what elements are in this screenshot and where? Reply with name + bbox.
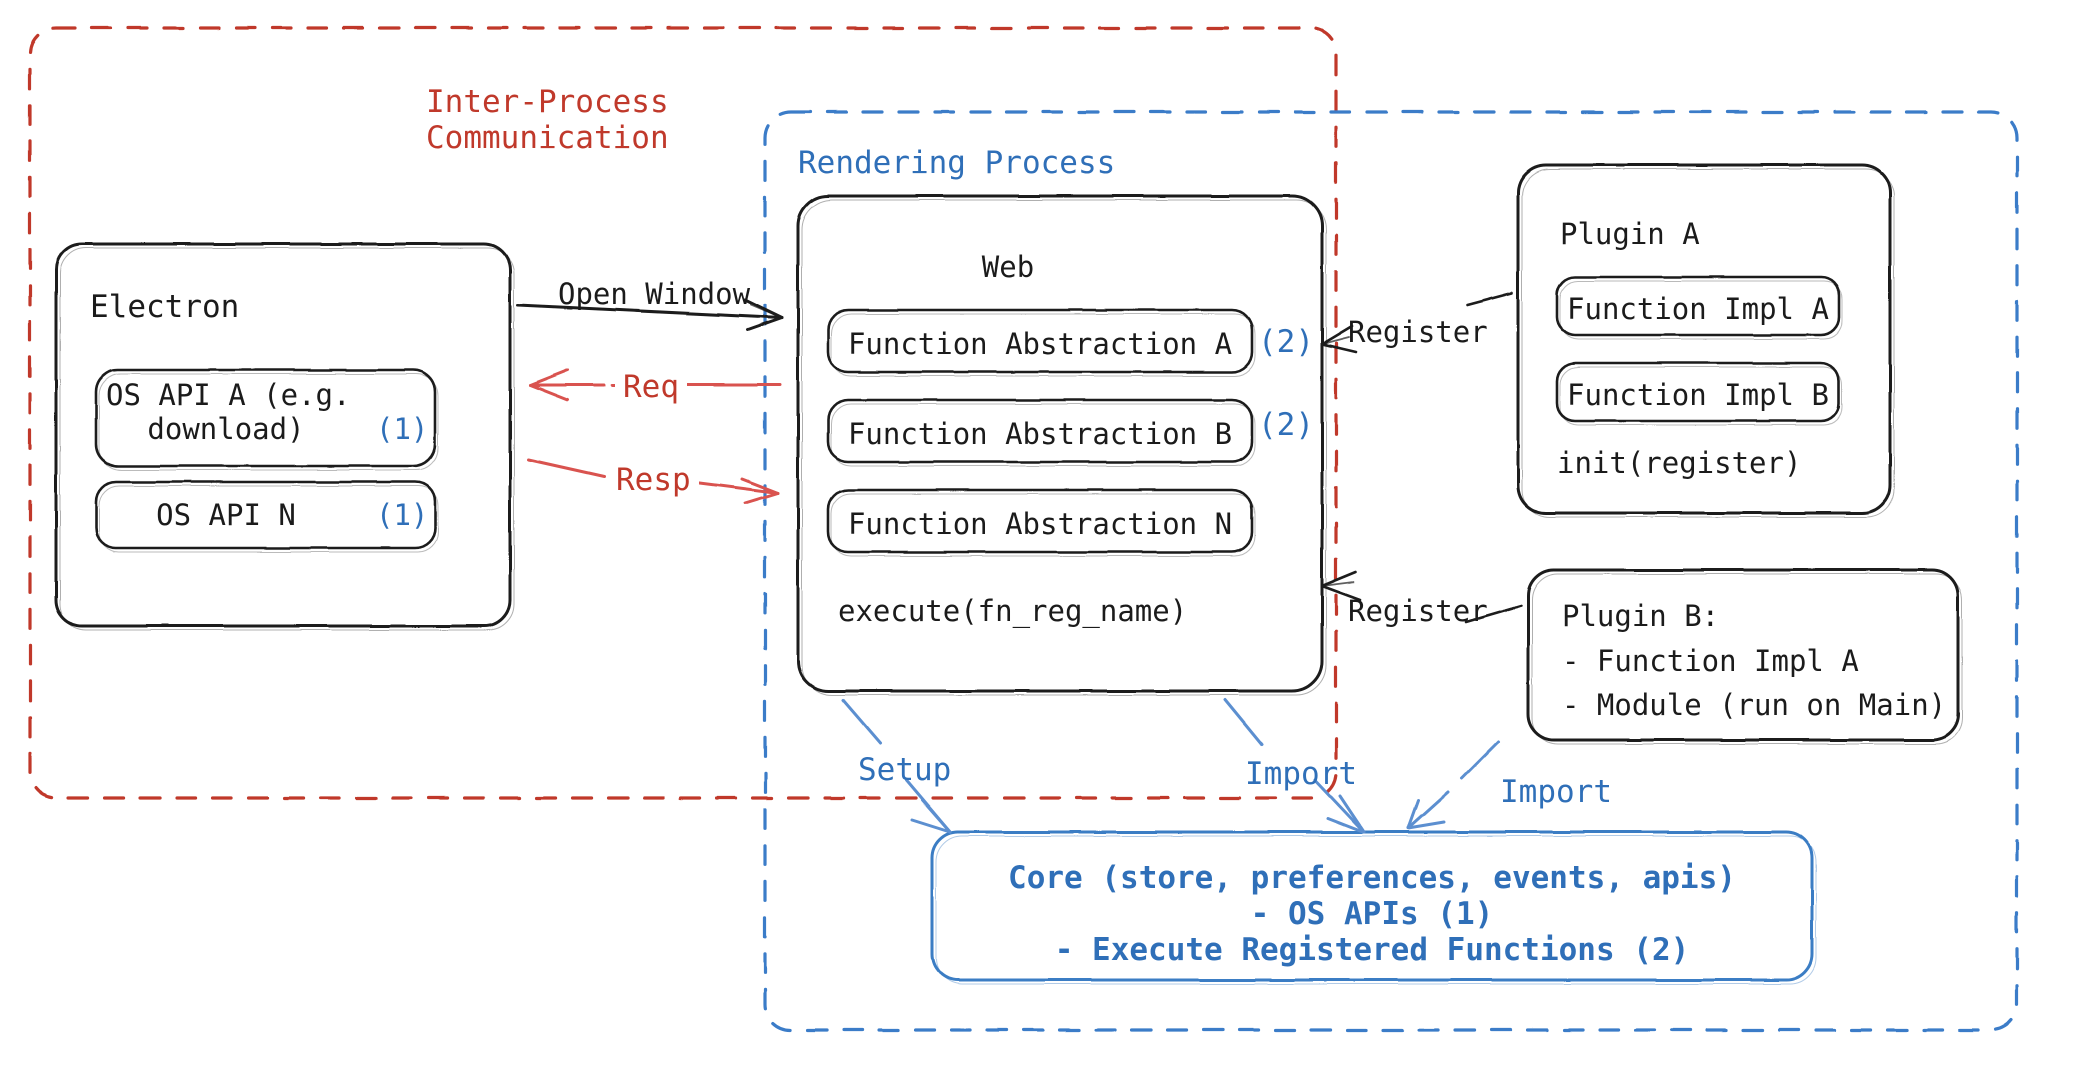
plugin-b-box-border: [1526, 568, 1963, 745]
plugin-b-line-1: - Function Impl A: [1562, 644, 1859, 678]
function-abstraction-b-label: Function Abstraction B: [847, 417, 1233, 451]
ipc-region-label-line2: Communication: [426, 120, 669, 156]
function-abstraction-n-box-border: [826, 488, 1256, 557]
electron-title: Electron: [90, 289, 240, 325]
plugin-b-title: Plugin B:: [1562, 599, 1720, 633]
os-api-a-label-line1: OS API A (e.g.: [106, 378, 351, 412]
plugin-b-line-2: - Module (run on Main): [1562, 688, 1947, 722]
os-api-a-marker: (1): [376, 412, 429, 446]
open-window-arrow-label: Open Window: [558, 277, 751, 311]
core-line-3: - Execute Registered Functions (2): [1054, 932, 1690, 968]
core-line-1: Core (store, preferences, events, apis): [1008, 860, 1736, 896]
register-plugin-a-arrow-label: Register: [1348, 315, 1488, 349]
import-web-arrow: [1223, 698, 1366, 834]
core-line-2: - OS APIs (1): [1250, 896, 1494, 932]
function-abstraction-a-box-border: [826, 308, 1256, 377]
import-plugin-b-arrow: [1406, 740, 1500, 830]
function-abstraction-n-label: Function Abstraction N: [847, 507, 1233, 541]
os-api-a-label-line2: download): [147, 412, 305, 446]
rendering-process-label: Rendering Process: [798, 145, 1116, 181]
setup-arrow-label: Setup: [858, 752, 952, 788]
rendering-process-region-border: [763, 110, 2019, 1032]
function-impl-a-label: Function Impl A: [1567, 292, 1829, 326]
web-execute-footer: execute(fn_reg_name): [838, 594, 1188, 628]
os-api-a-box-border: [94, 368, 439, 471]
setup-arrow: [841, 698, 952, 834]
function-impl-b-label: Function Impl B: [1567, 378, 1829, 412]
ipc-region-label-line1: Inter-Process: [426, 84, 669, 120]
os-api-n-box-border: [94, 480, 439, 553]
function-abstraction-b-marker: (2): [1258, 407, 1314, 443]
plugin-a-title: Plugin A: [1560, 217, 1700, 251]
ipc-region-border: [28, 26, 1338, 800]
resp-arrow-label: Resp: [608, 460, 699, 501]
register-plugin-a-arrow: [1320, 291, 1514, 354]
core-box-border: [930, 830, 1817, 985]
function-abstraction-b-box-border: [826, 398, 1256, 467]
os-api-n-label: OS API N: [156, 498, 296, 532]
import-plugin-b-arrow-label: Import: [1500, 774, 1612, 810]
plugin-a-init-footer: init(register): [1557, 446, 1802, 480]
register-plugin-b-arrow-label: Register: [1348, 594, 1488, 628]
os-api-n-marker: (1): [376, 498, 429, 532]
function-impl-a-box-border: [1555, 275, 1843, 340]
function-abstraction-a-label: Function Abstraction A: [847, 327, 1233, 361]
function-impl-b-box-border: [1555, 361, 1843, 426]
register-plugin-b-arrow: [1320, 570, 1523, 624]
function-abstraction-a-marker: (2): [1258, 324, 1314, 360]
import-web-arrow-label: Import: [1245, 756, 1357, 792]
open-window-arrow: [516, 298, 784, 332]
req-arrow-label: Req: [615, 367, 687, 408]
web-title: Web: [981, 250, 1035, 284]
